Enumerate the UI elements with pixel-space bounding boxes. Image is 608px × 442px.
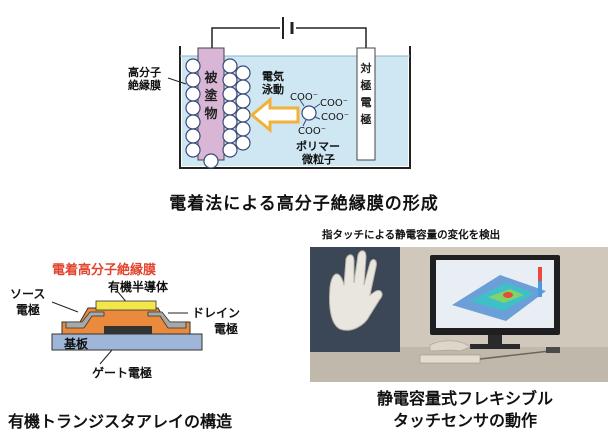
circuit-wires xyxy=(211,27,367,48)
electrodeposition-diagram xyxy=(167,17,411,169)
gate-label: ゲート電極 xyxy=(92,366,153,380)
sensor-caption: 静電容量式フレキシブル タッチセンサの動作 xyxy=(376,389,553,430)
source-label: ソース 電極 xyxy=(10,287,46,317)
drain-electrode xyxy=(147,311,187,329)
battery-icon xyxy=(282,17,294,39)
gate-electrode xyxy=(104,326,152,334)
electrodeposition-caption: 電着法による高分子絶縁膜の形成 xyxy=(169,194,439,214)
sensor-photo xyxy=(310,247,608,382)
drain-label: ドレイン 電極 xyxy=(192,306,241,336)
coo-label-3: COO⁻ xyxy=(321,112,350,123)
electrophoresis-label: 電気 泳動 xyxy=(262,70,284,96)
counter-electrode xyxy=(356,47,376,161)
photo-label: 指タッチによる静電容量の変化を検出 xyxy=(322,229,501,241)
polymer-particle-icon xyxy=(299,99,321,127)
coo-label-4: COO⁻ xyxy=(298,126,327,137)
substrate-label: 被 塗 物 xyxy=(204,71,218,122)
coo-label-2: COO⁻ xyxy=(320,98,349,109)
hand xyxy=(329,250,383,331)
dielectric-label: 電着高分子絶縁膜 xyxy=(52,263,157,278)
sensor-photo-illustration xyxy=(310,247,608,382)
transistor-diagram xyxy=(51,291,203,365)
source-electrode xyxy=(65,311,105,329)
transistor-caption: 有機トランジスタアレイの構造 xyxy=(8,412,233,431)
semiconductor-label: 有機半導体 xyxy=(108,280,169,294)
tank-outline xyxy=(179,46,411,169)
coo-label-1: COO⁻ xyxy=(290,92,319,103)
polymer-particles-film xyxy=(185,58,251,169)
polymer-particle-label: ポリマー 微粒子 xyxy=(296,140,340,166)
substrate-layer-label: 基板 xyxy=(64,337,89,351)
counter-electrode-label: 対 極 電 極 xyxy=(360,62,372,126)
migration-arrow-icon xyxy=(249,96,300,134)
film-label: 高分子 絶縁膜 xyxy=(128,66,161,92)
semiconductor-layer xyxy=(95,300,157,311)
